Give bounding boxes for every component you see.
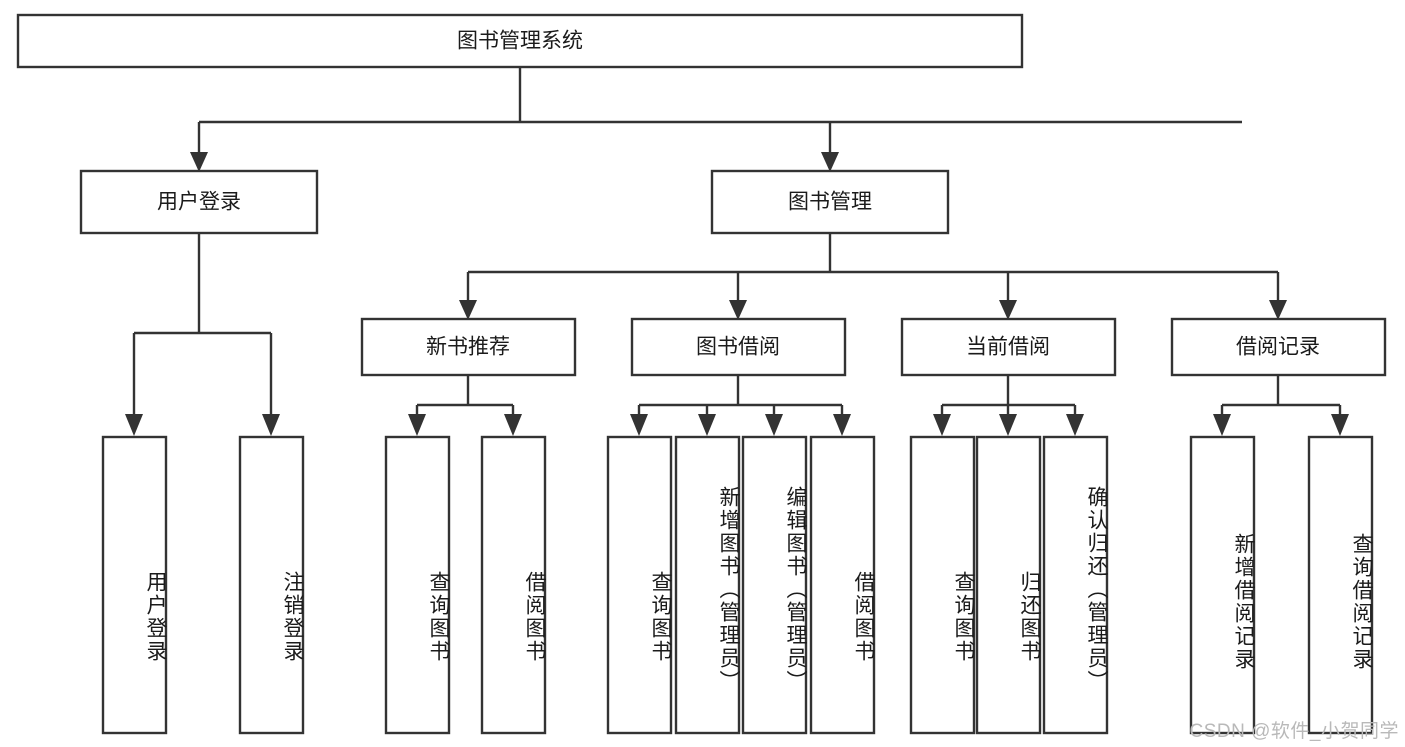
- node-borrow-record[interactable]: 借阅记录: [1170, 317, 1387, 377]
- arrow-head-icon: [821, 152, 839, 172]
- node-user-login-box[interactable]: [79, 169, 319, 235]
- leaf-box-query-book-2[interactable]: [606, 435, 673, 735]
- connector-user-login-to-leaves: [125, 233, 280, 436]
- arrow-head-icon: [1213, 414, 1231, 436]
- arrow-head-icon: [933, 414, 951, 436]
- arrow-head-icon: [190, 152, 208, 172]
- arrow-head-icon: [729, 300, 747, 320]
- leaf-box-confirm-return-admin[interactable]: [1042, 435, 1109, 735]
- arrow-head-icon: [1066, 414, 1084, 436]
- node-book-borrow-label: 图书借阅: [696, 336, 780, 359]
- leaf-box-logout[interactable]: [238, 435, 305, 735]
- leaf-box-add-borrow-record[interactable]: [1189, 435, 1256, 735]
- leaf-box-query-book-3[interactable]: [909, 435, 976, 735]
- leaf-box-borrow-book-1[interactable]: [480, 435, 547, 735]
- leaf-box-return-book[interactable]: [975, 435, 1042, 735]
- arrow-head-icon: [765, 414, 783, 436]
- connector-root-to-level2: [190, 67, 1242, 172]
- arrow-head-icon: [698, 414, 716, 436]
- leaf-box-query-book-1[interactable]: [384, 435, 451, 735]
- arrow-head-icon: [1331, 414, 1349, 436]
- connector-book-borrow-to-leaves: [630, 375, 851, 436]
- arrow-head-icon: [459, 300, 477, 320]
- arrow-head-icon: [504, 414, 522, 436]
- leaf-box-query-borrow-record[interactable]: [1307, 435, 1374, 735]
- connector-current-borrow-to-leaves: [933, 375, 1084, 436]
- connector-book-management-to-level3: [459, 233, 1287, 320]
- node-root[interactable]: 图书管理系统: [16, 13, 1024, 69]
- arrow-head-icon: [999, 300, 1017, 320]
- arrow-head-icon: [125, 414, 143, 436]
- node-new-book-recommend-box[interactable]: [360, 317, 577, 377]
- arrow-head-icon: [262, 414, 280, 436]
- node-new-book-recommend[interactable]: 新书推荐: [360, 317, 577, 377]
- watermark: CSDN @软件_小贺同学: [1189, 721, 1399, 742]
- arrow-head-icon: [408, 414, 426, 436]
- node-new-book-recommend-label: 新书推荐: [426, 336, 510, 359]
- node-book-borrow[interactable]: 图书借阅: [630, 317, 847, 377]
- node-current-borrow-box[interactable]: [900, 317, 1117, 377]
- node-current-borrow-label: 当前借阅: [966, 336, 1050, 359]
- node-root-label: 图书管理系统: [457, 30, 583, 53]
- node-borrow-record-label: 借阅记录: [1236, 336, 1320, 359]
- connector-borrow-record-to-leaves: [1213, 375, 1349, 436]
- node-root-box[interactable]: [16, 13, 1024, 69]
- arrow-head-icon: [1269, 300, 1287, 320]
- arrow-head-icon: [833, 414, 851, 436]
- arrow-head-icon: [999, 414, 1017, 436]
- arrow-head-icon: [630, 414, 648, 436]
- leaf-box-add-book-admin[interactable]: [674, 435, 741, 735]
- node-user-login[interactable]: 用户登录: [79, 169, 319, 235]
- node-book-management-label: 图书管理: [788, 191, 872, 214]
- node-book-management[interactable]: 图书管理: [710, 169, 950, 235]
- node-user-login-label: 用户登录: [157, 191, 241, 214]
- connector-new-book-to-leaves: [408, 375, 522, 436]
- node-current-borrow[interactable]: 当前借阅: [900, 317, 1117, 377]
- leaf-box-user-login[interactable]: [101, 435, 168, 735]
- leaf-box-edit-book-admin[interactable]: [741, 435, 808, 735]
- leaf-box-borrow-book-2[interactable]: [809, 435, 876, 735]
